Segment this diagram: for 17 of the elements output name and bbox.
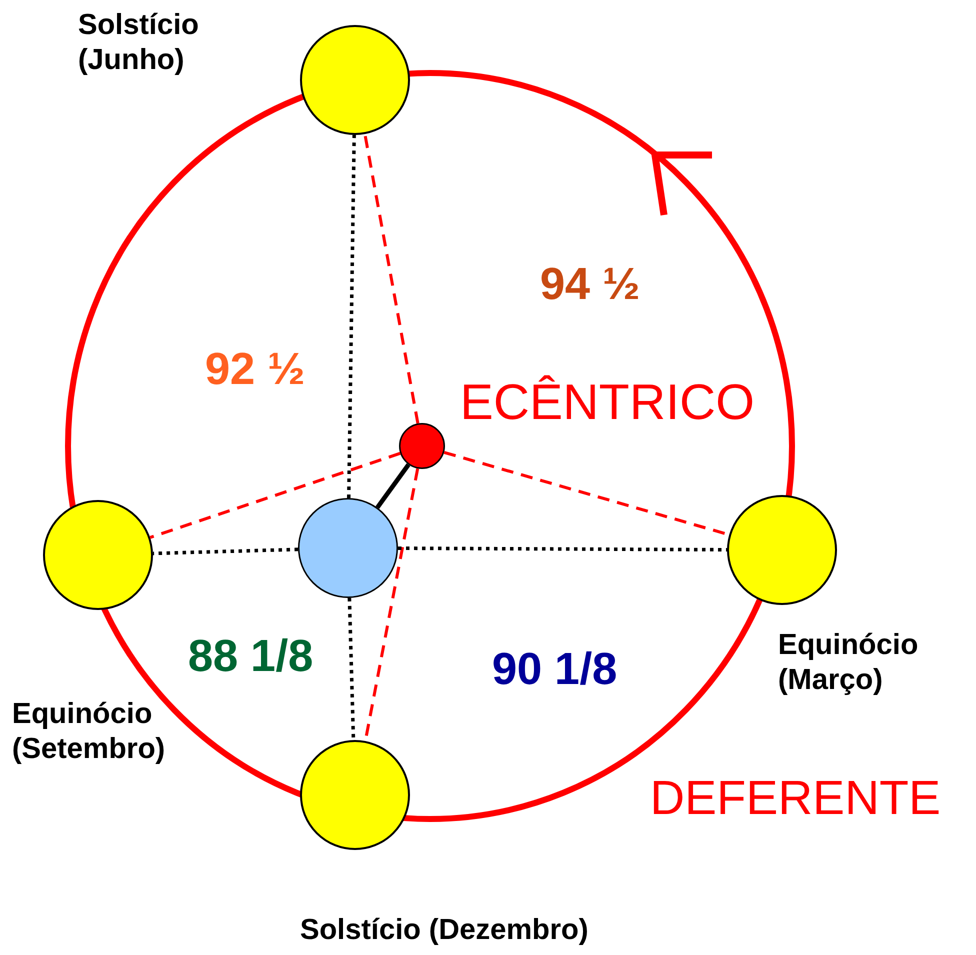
orbit-label: DEFERENTE (650, 771, 941, 827)
dashed-line (363, 134, 420, 424)
dotted-line (152, 548, 298, 556)
sun-label: Equinócio (Setembro) (12, 697, 166, 767)
sun-label: Equinócio (Março) (778, 628, 920, 698)
eccentric-label: ECÊNTRICO (460, 373, 754, 432)
dotted-line (348, 598, 356, 740)
connector-line (376, 463, 410, 509)
angle-value: 88 1/8 (188, 630, 314, 682)
dotted-line (347, 134, 356, 498)
angle-value: 94 ½ (540, 258, 640, 310)
angle-value: 92 ½ (205, 343, 306, 395)
sun-label: Solstício (Junho) (78, 8, 200, 78)
dotted-line (398, 546, 727, 552)
angle-value: 90 1/8 (492, 643, 618, 695)
dashed-line (150, 452, 401, 539)
sun-label: Solstício (Dezembro) (300, 913, 588, 948)
